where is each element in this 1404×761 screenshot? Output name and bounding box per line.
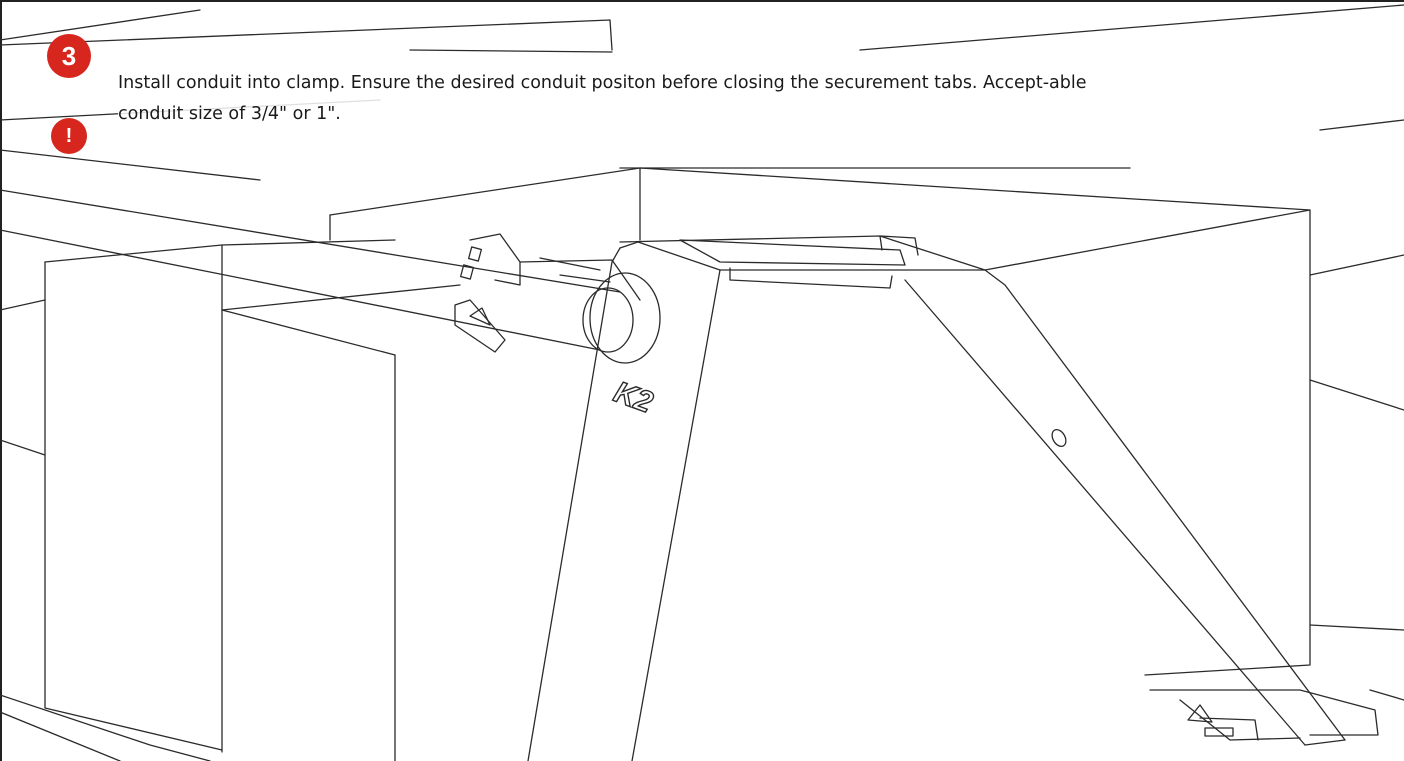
step-number: 3 (61, 40, 77, 71)
warning-icon: ! (51, 118, 87, 154)
k2-logo: K2 (610, 376, 658, 420)
step-instruction-text: Install conduit into clamp. Ensure the d… (118, 68, 1118, 130)
step-number-badge: 3 (47, 34, 91, 78)
warning-symbol: ! (65, 124, 73, 147)
